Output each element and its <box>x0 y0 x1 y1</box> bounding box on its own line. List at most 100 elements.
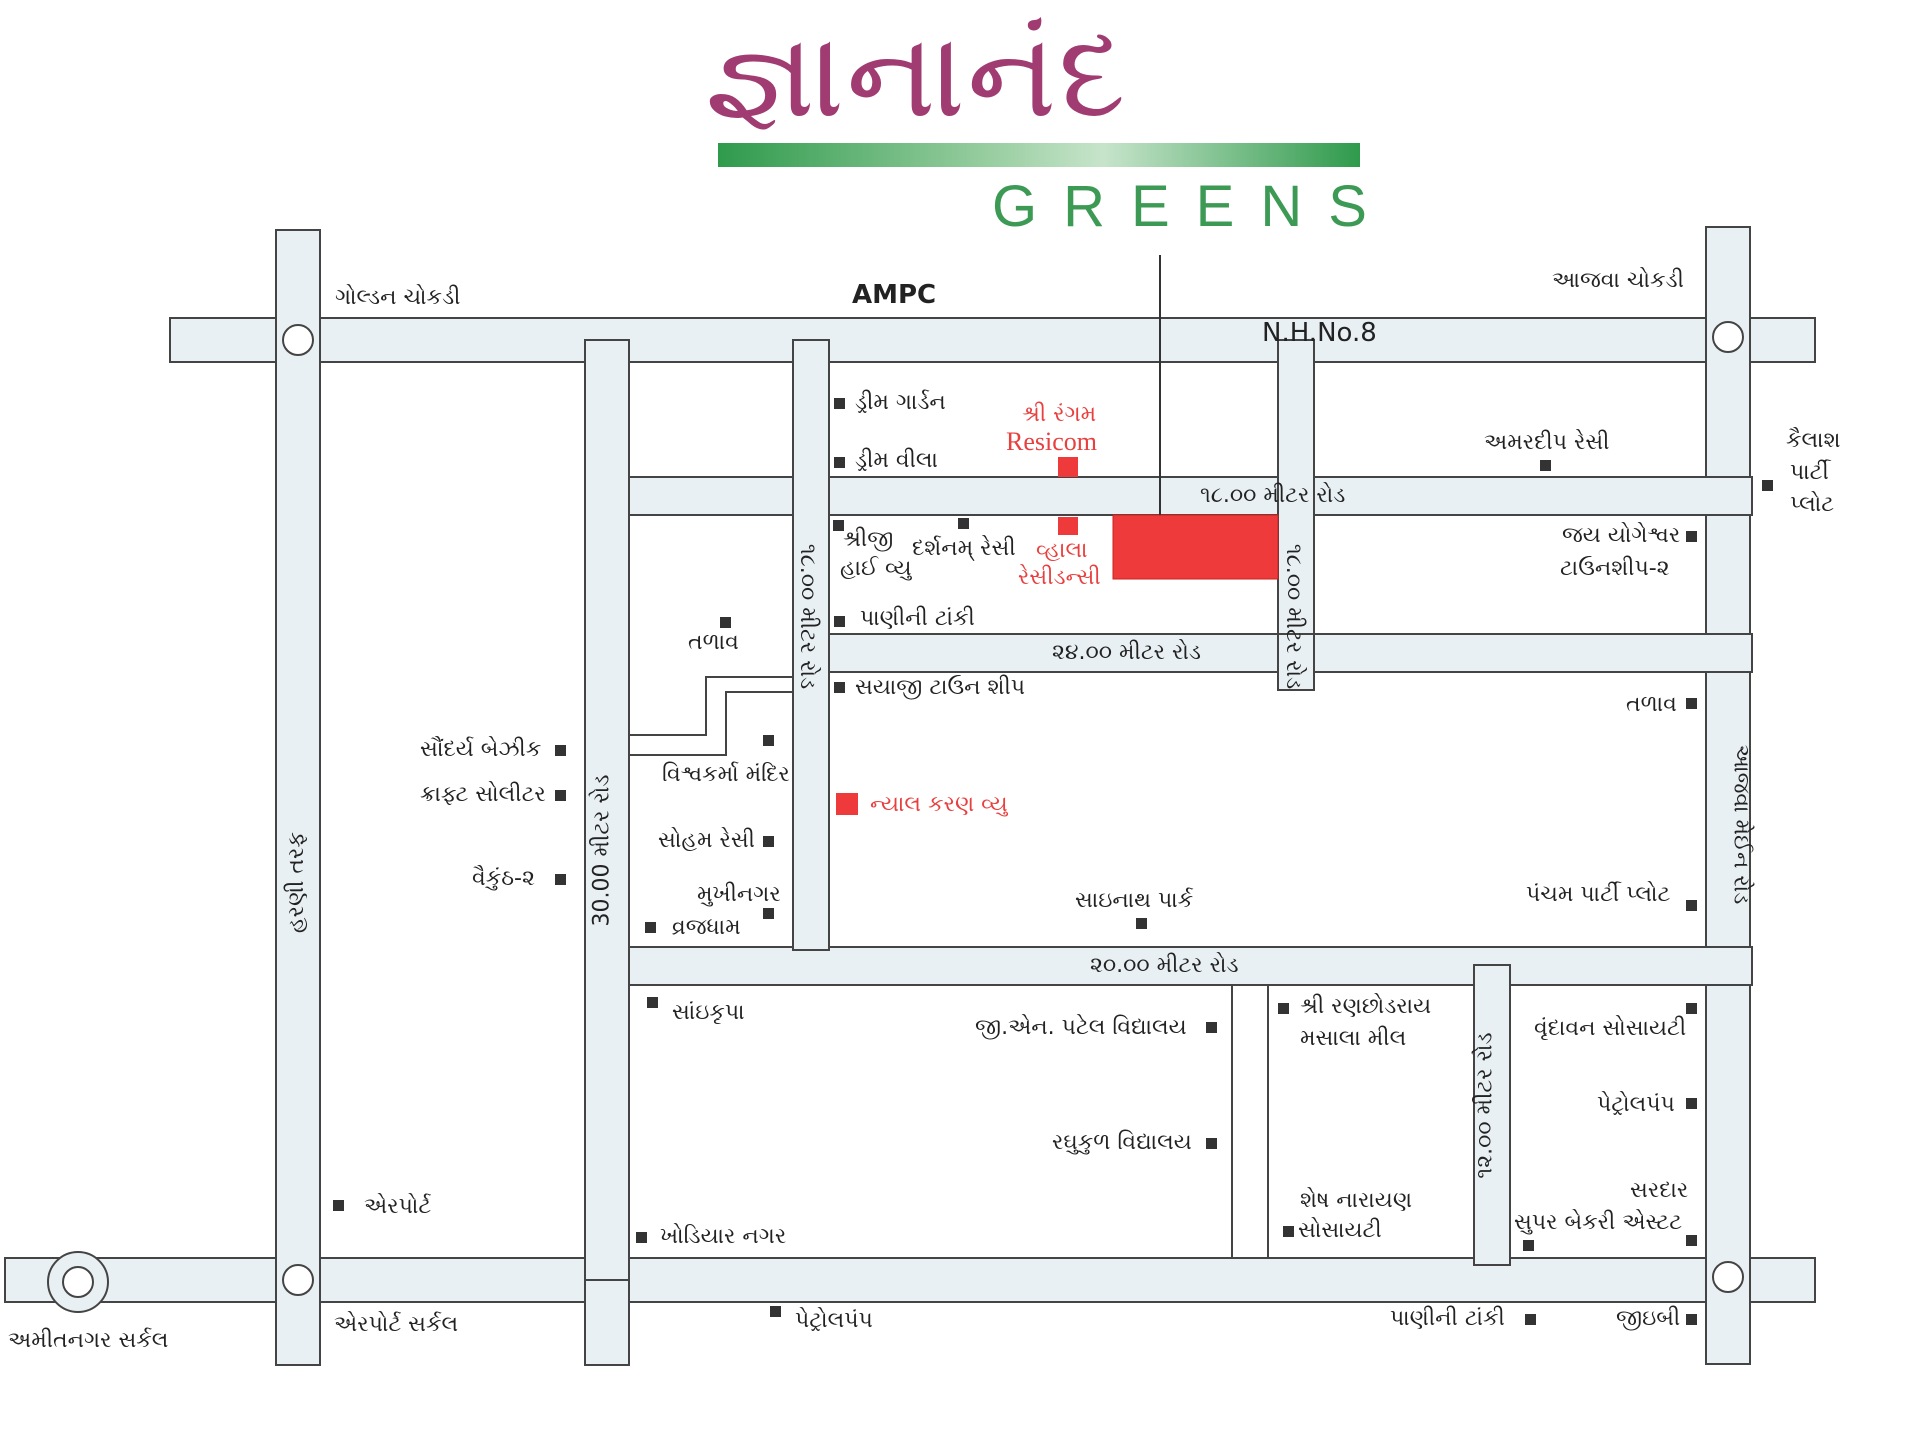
block-j <box>628 984 1233 1259</box>
label-petrol-right: પેટ્રોલપંપ <box>1597 1092 1675 1117</box>
block-k <box>1267 984 1475 1259</box>
label-shesh-1: શેષ નારાયણ <box>1300 1188 1412 1213</box>
marker-talav-left <box>720 617 731 628</box>
label-vrundavan: વૃંદાવન સોસાયટી <box>1534 1016 1687 1041</box>
label-jay-2: ટાઉનશીપ-૨ <box>1560 556 1670 581</box>
project-site <box>1112 514 1279 580</box>
road-20m <box>581 946 1753 986</box>
label-khodiyar: ખોડિયાર નગર <box>660 1224 787 1249</box>
place-markers <box>333 398 1773 1325</box>
label-gn-patel: જી.એન. પટેલ વિદ્યાલય <box>975 1015 1187 1040</box>
label-sainkrupa: સાંઇકૃપા <box>672 1000 745 1025</box>
marker-petrol-right <box>1686 1098 1697 1109</box>
marker-nyal <box>836 793 858 815</box>
label-golden-chokdi: ગોલ્ડન ચોકડી <box>335 285 461 310</box>
label-vhala-1: વ્હાલા <box>1036 538 1088 563</box>
marker-kailash <box>1762 480 1773 491</box>
marker-darshanam <box>958 518 969 529</box>
label-kailash-1: કૈલાશ <box>1786 428 1841 453</box>
marker-petrol-bottom <box>770 1306 781 1317</box>
road-label-24m: ૨૪.૦૦ મીટર રોડ <box>1052 640 1201 665</box>
label-talav-right: તળાવ <box>1626 692 1677 717</box>
block-e <box>628 514 794 736</box>
city-blocks <box>319 361 1707 1259</box>
label-amitnagar-circle: અમીતનગર સર્કલ <box>8 1328 169 1353</box>
label-vhala-2: રેસીડન્સી <box>1018 565 1101 590</box>
road-18m-right-lower <box>1277 633 1315 691</box>
block-d <box>1313 361 1707 478</box>
marker-sardar-left <box>1523 1240 1534 1251</box>
label-airport-circle: એરપોર્ટ સર્કલ <box>334 1312 459 1337</box>
label-ranchhod-1: શ્રી રણછોડરાય <box>1300 994 1432 1019</box>
label-saundarya: સૌંદર્ય બેઝીક <box>420 737 542 762</box>
brand-title-gujarati: જ્ઞાનાનંદ <box>705 6 1128 145</box>
circle-amitnagar <box>62 1266 94 1298</box>
block-c <box>828 361 1279 478</box>
road-network <box>4 226 1816 1366</box>
marker-sainath <box>1136 918 1147 929</box>
label-amardeep: અમરદીપ રેસી <box>1484 430 1610 455</box>
label-sardar-1: સરદાર <box>1630 1178 1689 1203</box>
marker-ranchhod <box>1278 1003 1289 1014</box>
marker-vaikunth <box>555 874 566 885</box>
marker-airport <box>333 1200 344 1211</box>
marker-dream-villa <box>834 457 845 468</box>
marker-sardar-right <box>1686 1235 1697 1246</box>
marker-shesh <box>1283 1226 1294 1237</box>
label-resicom: Resicom <box>1006 427 1097 456</box>
label-shesh-2: સોસાયટી <box>1298 1218 1382 1243</box>
marker-panini-bottom <box>1525 1314 1536 1325</box>
marker-saundarya <box>555 745 566 756</box>
label-shreeji-1: શ્રીજી <box>843 527 894 552</box>
label-ajwa-chokdi: આજવા ચોકડી <box>1552 268 1684 293</box>
label-jay-1: જય યોગેશ્વર <box>1562 523 1681 548</box>
label-sardar-2: સુપર બેકરી એસ્ટટ <box>1514 1210 1683 1235</box>
marker-khodiyar <box>636 1232 647 1243</box>
road-label-18m-left: ૧૮.૦૦ મીટર રોડ <box>795 543 821 690</box>
marker-gn-patel <box>1206 1022 1217 1033</box>
marker-talav-right <box>1686 698 1697 709</box>
road-label-20m: ૨૦.૦૦ મીટર રોડ <box>1090 953 1239 978</box>
circle-ajwa <box>1712 321 1744 353</box>
label-sayaji: સયાજી ટાઉન શીપ <box>855 675 1026 700</box>
label-vrajdham: વ્રજધામ <box>672 915 741 940</box>
marker-jay <box>1686 531 1697 542</box>
marker-shree-rangam <box>1058 457 1078 477</box>
marker-soham <box>763 836 774 847</box>
marker-sainkrupa <box>647 997 658 1008</box>
road-label-18m-top: ૧૮.૦૦ મીટર રોડ <box>1200 483 1346 508</box>
road-label-30m: 30.00 મીટર રોડ <box>589 774 615 927</box>
block-b <box>628 361 794 478</box>
road-nh8 <box>169 317 1816 363</box>
label-shree-rangam: શ્રી રંગમ <box>1022 402 1097 427</box>
label-gidc: જીઇબી <box>1616 1306 1681 1331</box>
marker-shreeji <box>833 520 844 531</box>
road-label-harni: હરણી તરફ <box>284 831 310 934</box>
road-ajwa-main <box>1705 226 1751 1365</box>
label-ampc: AMPC <box>852 280 937 310</box>
marker-kraft <box>555 790 566 801</box>
block-i <box>828 671 1707 948</box>
marker-gidc <box>1686 1314 1697 1325</box>
circle-airport <box>282 1264 314 1296</box>
label-panini-tanki: પાણીની ટાંકી <box>860 606 975 631</box>
logo-green-bar <box>718 143 1360 167</box>
block-a <box>319 361 586 1259</box>
label-sainath: સાઇનાથ પાર્ક <box>1075 888 1194 913</box>
brand-title-english: GREENS <box>992 174 1393 239</box>
label-shreeji-2: હાઈ વ્યુ <box>840 556 912 581</box>
road-bottom-stub <box>584 1279 630 1366</box>
label-airport: એરપોર્ટ <box>364 1194 432 1219</box>
marker-vhala <box>1058 517 1078 535</box>
marker-pancham <box>1686 900 1697 911</box>
label-petrol-bottom: પેટ્રોલપંપ <box>795 1308 873 1333</box>
marker-sayaji <box>834 682 845 693</box>
label-ranchhod-2: મસાલા મીલ <box>1300 1026 1407 1051</box>
label-talav-left: તળાવ <box>688 630 739 655</box>
label-vaikunth: વૈકુંઠ-૨ <box>472 866 535 891</box>
label-dream-garden: ડ્રીમ ગાર્ડન <box>855 390 946 415</box>
marker-vrundavan <box>1686 1003 1697 1014</box>
marker-dream-garden <box>834 398 845 409</box>
marker-mukhinagar <box>763 908 774 919</box>
